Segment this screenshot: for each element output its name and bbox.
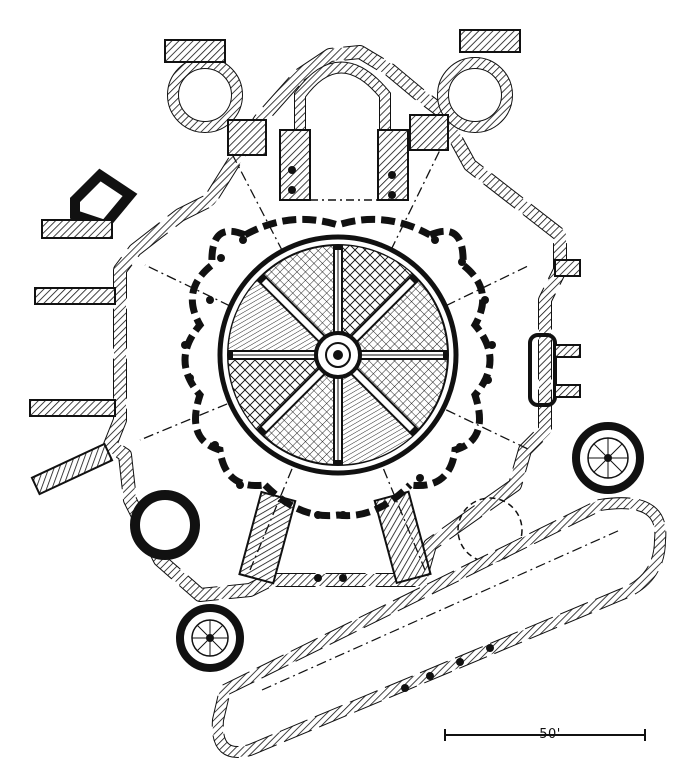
turret-northeast (409, 29, 521, 151)
stair-turret-east (572, 422, 644, 494)
column-drums (181, 166, 496, 582)
south-bay (130, 490, 523, 585)
west-chambers (29, 168, 138, 496)
outer-wall (103, 45, 567, 602)
central-dome (217, 234, 459, 476)
scale-bar (444, 729, 646, 741)
turret-northwest (164, 39, 267, 156)
scale-bar-label: 50' (539, 727, 561, 742)
southeast-chapel (211, 497, 667, 758)
east-chambers (528, 259, 581, 407)
stair-turret-southwest (176, 604, 244, 672)
north-apse (279, 61, 409, 201)
